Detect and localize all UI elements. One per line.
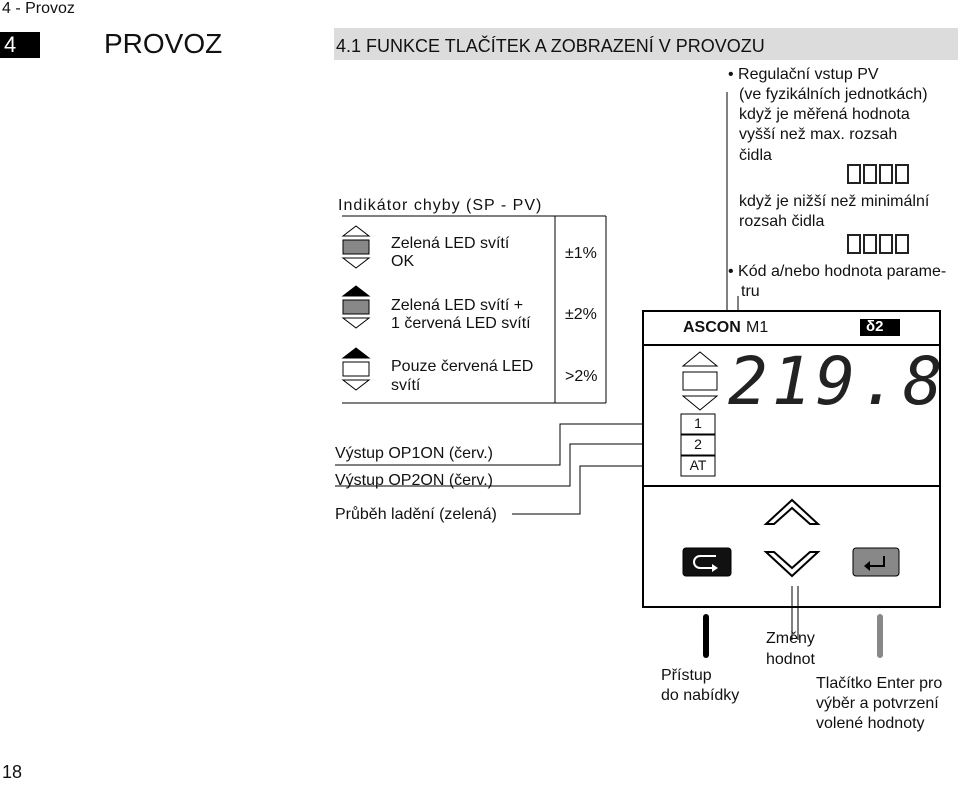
pv-note-line-1: • Regulační vstup PV <box>728 66 879 83</box>
led-green-on-icon <box>342 299 370 315</box>
down-arrow-button-icon[interactable] <box>763 551 821 578</box>
page-number: 18 <box>2 762 23 782</box>
param-note-line-2: tru <box>741 283 760 300</box>
tuning-label: Průběh ladění (zelená) <box>335 506 497 523</box>
enter-line-3: volené hodnoty <box>816 715 925 732</box>
chapter-number: 4 <box>0 32 40 58</box>
under-note-line-2: rozsah čidla <box>739 213 825 230</box>
under-range-code-display <box>847 234 909 254</box>
chapter-title: PROVOZ <box>104 28 223 59</box>
enter-line-1: Tlačítko Enter pro <box>816 675 943 692</box>
changes-line-2: hodnot <box>766 651 815 668</box>
indicator-title: Indikátor chyby (SP - PV) <box>338 197 543 214</box>
led-red-up-on-icon <box>341 347 371 359</box>
device-brand: ASCON <box>683 319 741 336</box>
output-op1-label: Výstup OP1ON (červ.) <box>335 445 493 462</box>
led-triangle-up-icon <box>341 225 371 237</box>
up-arrow-button-icon[interactable] <box>763 498 821 525</box>
display-led-green-icon <box>682 371 718 391</box>
row1-text1: Zelená LED svítí <box>391 235 510 252</box>
brand-logo-icon <box>860 319 900 336</box>
menu-access-line-1: Přístup <box>661 667 712 684</box>
pv-note-line-2: (ve fyzikálních jednotkách) <box>739 86 928 103</box>
led-red-up-on-icon <box>341 285 371 297</box>
row3-text2: svítí <box>391 377 421 394</box>
pv-note-line-3: když je měřená hodnota <box>739 106 910 123</box>
device-model: M1 <box>746 319 769 336</box>
row2-value: ±2% <box>565 306 597 323</box>
led-triangle-down-icon <box>341 257 371 269</box>
enter-line-2: výběr a potvrzení <box>816 695 939 712</box>
output-op2-label: Výstup OP2ON (červ.) <box>335 472 493 489</box>
row3-value: >2% <box>565 368 598 385</box>
enter-button-icon[interactable] <box>852 547 900 577</box>
pv-note-line-4: vyšší než max. rozsah <box>739 126 898 143</box>
row1-text2: OK <box>391 253 415 270</box>
led-green-off-icon <box>342 361 370 377</box>
over-range-code-display <box>847 164 909 184</box>
led-triangle-down-icon <box>341 379 371 391</box>
led-triangle-down-icon <box>341 317 371 329</box>
running-header: 4 - Provoz <box>2 0 75 17</box>
row2-text2: 1 červená LED svítí <box>391 315 531 332</box>
section-title: 4.1 FUNKCE TLAČÍTEK A ZOBRAZENÍ V PROVOZ… <box>334 28 958 60</box>
led-label-at: AT <box>689 457 707 473</box>
main-display-value: 219.8 <box>728 343 947 420</box>
row2-text1: Zelená LED svítí + <box>391 297 524 314</box>
led-green-on-icon <box>342 239 370 255</box>
under-note-line-1: když je nižší než minimální <box>739 193 930 210</box>
row1-value: ±1% <box>565 245 597 262</box>
row3-text1: Pouze červená LED <box>391 358 534 375</box>
led-label-1: 1 <box>694 415 702 431</box>
pv-note-line-5: čidla <box>739 147 772 164</box>
menu-button-icon[interactable] <box>682 547 732 577</box>
display-led-up-icon <box>681 351 719 367</box>
menu-access-line-2: do nabídky <box>661 687 740 704</box>
led-label-2: 2 <box>694 436 702 452</box>
device-logo: δ2 <box>866 318 884 335</box>
display-led-down-icon <box>681 395 719 411</box>
param-note-line-1: • Kód a/nebo hodnota parame- <box>728 263 947 280</box>
changes-line-1: Změny <box>766 630 815 647</box>
